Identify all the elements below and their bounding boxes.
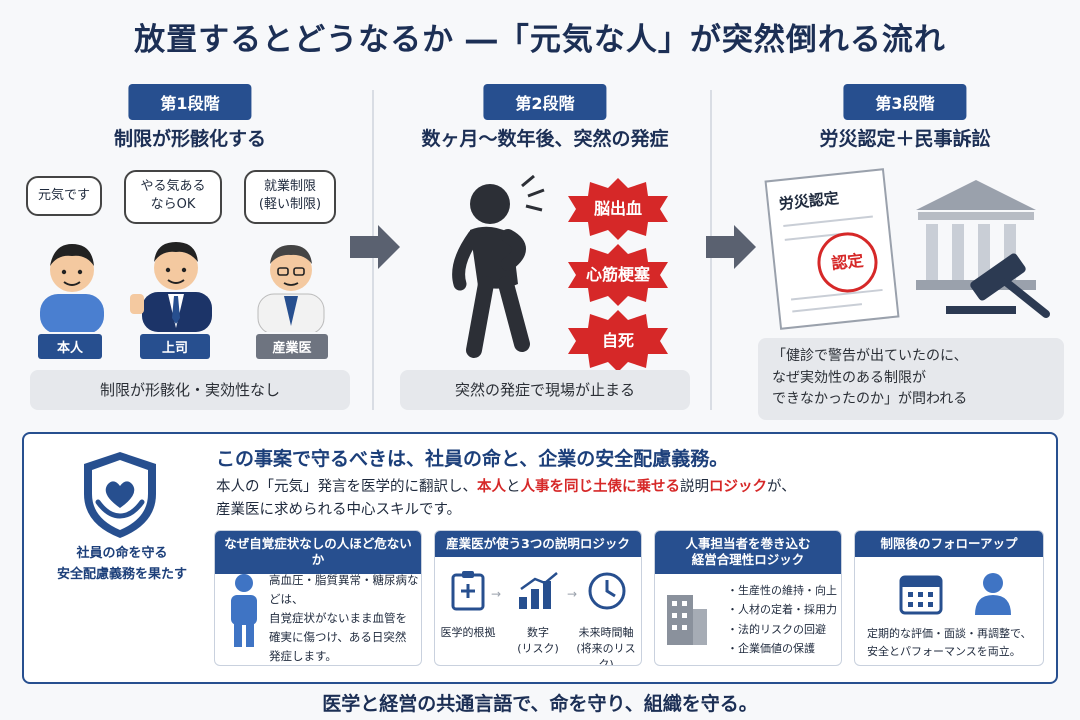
speech-bubble-genki: 元気です — [26, 176, 102, 216]
certificate-document: 労災認定 認定 — [764, 168, 900, 330]
flow-arrow-icon — [350, 225, 400, 269]
stage-1-heading: 制限が形骸化する — [113, 128, 266, 150]
stage-3-heading: 労災認定＋民事訴訟 — [819, 128, 991, 150]
employee-icon — [40, 244, 104, 332]
list-item: ・企業価値の保護 — [727, 641, 815, 655]
key-body-text: 説明 — [680, 479, 709, 495]
card-title: 制限後のフォローアップ — [855, 531, 1043, 558]
document-title: 労災認定 — [778, 189, 840, 214]
arrow-icon: → — [491, 587, 502, 601]
building-icon — [667, 595, 707, 645]
logic-label-sub: (将来のリスク) — [576, 641, 636, 666]
bar-chart-icon — [519, 572, 558, 609]
role-label-boss: 上司 — [140, 334, 210, 359]
shield-caption: 社員の命を守る 安全配慮義務を果たす — [56, 546, 187, 582]
role-label-doctor: 産業医 — [256, 334, 328, 359]
logic-label-medical: 医学的根拠 — [440, 626, 496, 639]
person-icon — [231, 574, 257, 647]
card-text: 高血圧・脂質異常・糖尿病などは、 自覚症状がないまま血管を 確実に傷つけ、ある日… — [269, 573, 419, 663]
calendar-icon — [899, 575, 943, 615]
key-body-emphasis: 人事を同じ土俵に乗せる — [520, 479, 681, 495]
key-headline: この事案で守るべきは、社員の命と、企業の安全配慮義務。 — [216, 448, 729, 470]
card-title: 産業医が使う3つの説明ロジック — [435, 531, 641, 558]
event-label-heart: 心筋梗塞 — [585, 265, 650, 284]
info-card-business: 人事担当者を巻き込む 経営合理性ロジック ・生産性の維持・向上 ・人材の定着・採… — [654, 530, 842, 666]
arrow-icon: → — [567, 587, 578, 601]
courthouse-gavel-icon — [916, 180, 1050, 318]
key-body-emphasis: 本人 — [477, 479, 506, 495]
speech-bubble-boss: やる気ある ならOK — [124, 170, 222, 224]
stage-2-heading: 数ヶ月〜数年後、突然の発症 — [421, 128, 669, 150]
key-body-text: 産業医に求められる中心スキルです。 — [216, 502, 462, 519]
info-card-risk: なぜ自覚症状なしの人ほど危ないか 高血圧・脂質異常・糖尿病などは、 自覚症状がな… — [214, 530, 422, 666]
speech-bubble-doctor: 就業制限 (軽い制限) — [244, 170, 336, 224]
stage-1: 第1段階 制限が形骸化する 元気です やる気ある ならOK 就業制限 (軽い制限… — [20, 82, 360, 422]
key-body-text: が、 — [767, 479, 796, 495]
list-item: ・人材の定着・採用力 — [727, 603, 837, 617]
stage-1-summary: 制限が形骸化・実効性なし — [30, 370, 350, 410]
doctor-icon — [257, 245, 325, 332]
clock-icon — [588, 572, 626, 610]
info-card-followup: 制限後のフォローアップ 定期的な評価・面談・再調整で、 安全とパフォーマンスを両… — [854, 530, 1044, 666]
event-burst-heart: 心筋梗塞 — [566, 244, 670, 306]
logic-label-sub: (リスク) — [517, 641, 559, 655]
key-body-text: 本人の「元気」発言を医学的に翻訳し、 — [216, 479, 477, 495]
list-item: ・生産性の維持・向上 — [727, 584, 837, 597]
flow-arrow-icon — [706, 225, 756, 269]
stage-3-tag: 第3段階 — [843, 84, 967, 120]
key-body-text: と — [506, 479, 521, 495]
event-label-brain: 脳出血 — [593, 199, 642, 218]
info-card-logic: 産業医が使う3つの説明ロジック → → 医学的根拠 数字 (リスク) 未来時間軸… — [434, 530, 642, 666]
stamp-badge: 認定 — [814, 229, 881, 296]
logic-label-numbers: 数字 (リスク) — [503, 625, 573, 657]
collapsing-person-icon — [452, 174, 545, 358]
boss-icon — [130, 242, 212, 332]
card-title: なぜ自覚症状なしの人ほど危ないか — [215, 531, 421, 574]
stage-2-summary: 突然の発症で現場が止まる — [400, 370, 690, 410]
user-icon — [975, 573, 1011, 615]
business-benefit-list: ・生産性の維持・向上 ・人材の定着・採用力 ・法的リスクの回避 ・企業価値の保護 — [727, 581, 837, 658]
event-burst-suicide: 自死 — [566, 310, 670, 372]
footer-message: 医学と経営の共通言語で、命を守り、組織を守る。 — [322, 693, 758, 715]
stage-3-quote: 「健診で警告が出ていたのに、 なぜ実効性のある制限が できなかったのか」が問われ… — [758, 338, 1064, 420]
key-body: 本人の「元気」発言を医学的に翻訳し、本人と人事を同じ土俵に乗せる説明ロジックが、… — [216, 476, 796, 522]
stage-3: 第3段階 労災認定＋民事訴訟 労災認定 認定 「健診で警告が出ていたのに、 なぜ… — [740, 82, 1070, 422]
key-message-panel: 社員の命を守る 安全配慮義務を果たす この事案で守るべきは、社員の命と、企業の安… — [22, 432, 1058, 684]
stage-2-tag: 第2段階 — [483, 84, 607, 120]
stage-1-tag: 第1段階 — [128, 84, 252, 120]
list-item: ・法的リスクの回避 — [727, 622, 826, 636]
page-title: 放置するとどうなるか ―「元気な人」が突然倒れる流れ — [134, 22, 946, 58]
medical-chart-icon — [451, 571, 485, 611]
role-label-self: 本人 — [38, 334, 102, 359]
logic-label-future: 未来時間軸 (将来のリスク) — [569, 625, 641, 666]
logic-label-text: 数字 — [527, 626, 549, 639]
stage-2: 第2段階 数ヶ月〜数年後、突然の発症 脳出血 心筋梗塞 自死 突然の発症で現場が… — [390, 82, 700, 422]
card-title: 人事担当者を巻き込む 経営合理性ロジック — [655, 531, 841, 574]
key-body-emphasis: ロジック — [709, 479, 767, 495]
event-label-suicide: 自死 — [601, 331, 634, 350]
shield-heart-icon — [84, 452, 156, 538]
card-text: 定期的な評価・面談・再調整で、 安全とパフォーマンスを両立。 — [867, 627, 1032, 659]
event-burst-brain: 脳出血 — [566, 178, 670, 240]
logic-label-text: 未来時間軸 — [578, 626, 634, 639]
